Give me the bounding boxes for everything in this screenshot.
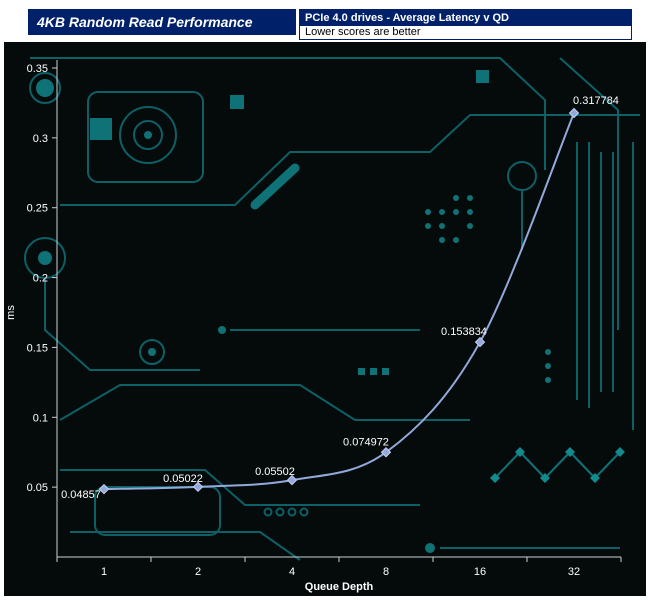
chart-subtitle: PCIe 4.0 drives - Average Latency v QD	[300, 10, 631, 26]
y-tick-label: 0.35	[27, 63, 48, 75]
chart-title: 4KB Random Read Performance	[37, 14, 253, 30]
latency-series: 0.04857 0.05022 0.05502 0.074972 0.153834 0.3…	[61, 95, 619, 501]
y-tick-label: 0.05	[27, 482, 48, 494]
x-tick-label: 32	[568, 566, 580, 578]
x-tick-label: 16	[474, 566, 486, 578]
data-point-label: 0.153834	[441, 326, 487, 338]
data-point-marker	[474, 336, 486, 348]
data-point-marker	[286, 474, 298, 486]
data-point-label: 0.04857	[61, 489, 101, 501]
data-point-marker	[380, 447, 392, 458]
y-tick-label: 0.3	[33, 133, 48, 145]
data-point-label: 0.05022	[163, 473, 203, 485]
data-point-marker	[568, 107, 580, 119]
data-point-label: 0.05502	[255, 466, 295, 478]
x-tick-label: 8	[383, 566, 389, 578]
data-point-marker	[98, 483, 110, 495]
y-tick-label: 0.25	[27, 203, 48, 215]
data-point-label: 0.074972	[343, 436, 389, 448]
chart-title-box: 4KB Random Read Performance	[28, 9, 296, 35]
x-tick-label: 1	[101, 566, 107, 578]
y-axis-title: ms	[5, 305, 17, 320]
y-tick-label: 0.2	[33, 273, 48, 285]
chart-note: Lower scores are better	[300, 26, 631, 39]
x-axis-title: Queue Depth	[305, 581, 374, 593]
x-tick-label: 2	[195, 566, 201, 578]
circuit-pattern-decoration	[24, 57, 640, 561]
data-point-label: 0.317784	[573, 95, 619, 107]
chart-subtitle-box: PCIe 4.0 drives - Average Latency v QD L…	[299, 9, 632, 40]
y-tick-label: 0.1	[33, 412, 48, 424]
y-tick-label: 0.15	[27, 342, 48, 354]
x-tick-label: 4	[289, 566, 295, 578]
data-point-marker	[192, 481, 204, 493]
